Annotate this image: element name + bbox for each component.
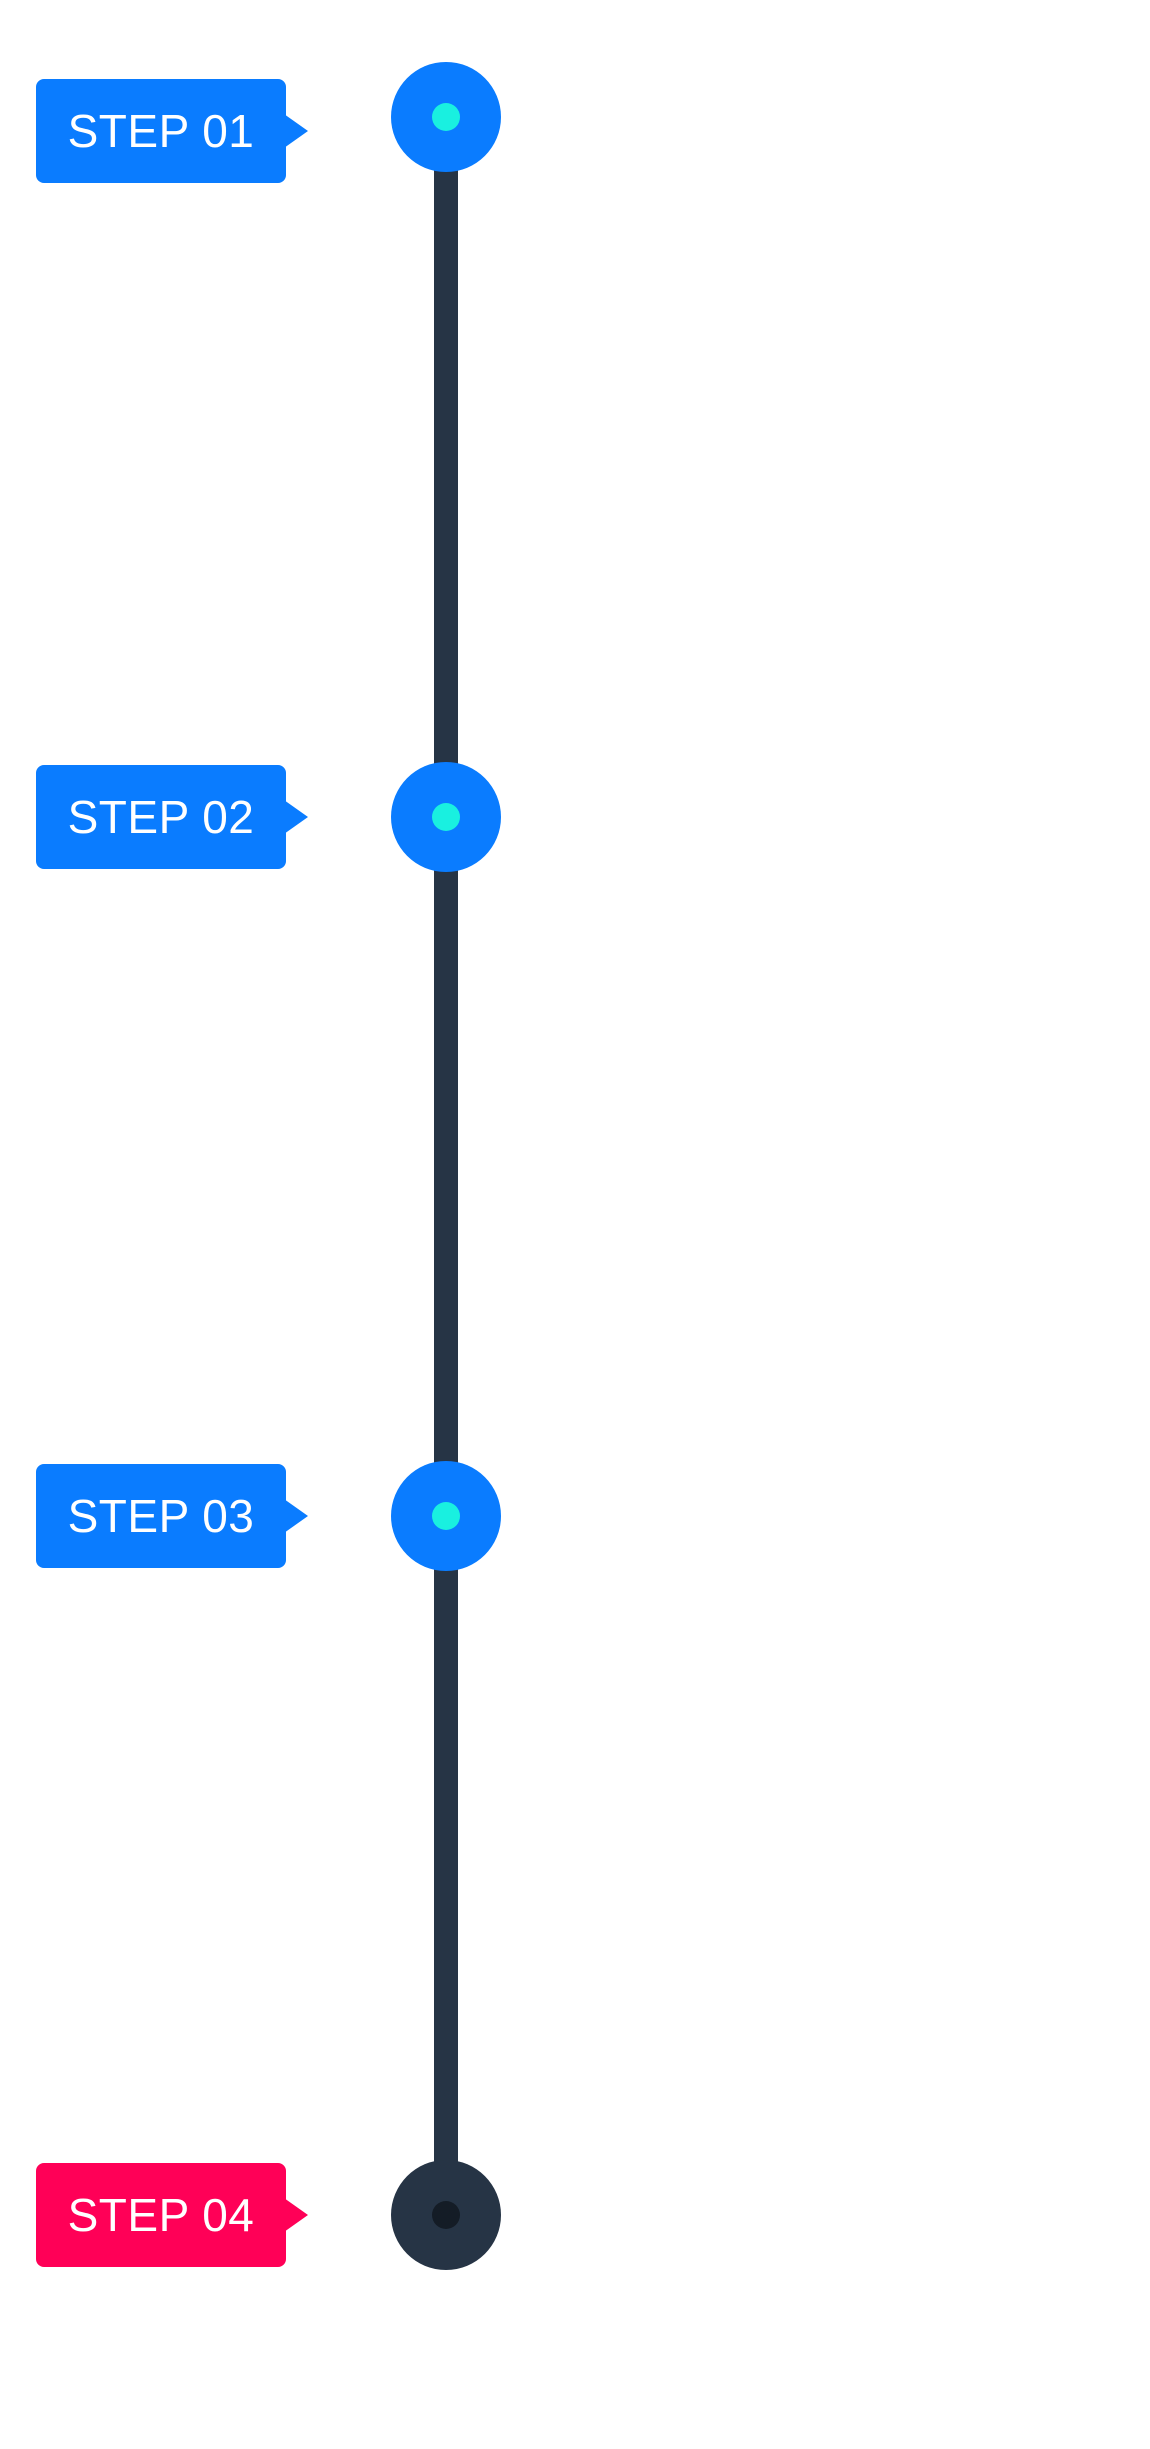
- timeline-connector: [434, 1856, 458, 2166]
- node-center-dot-icon: [432, 1502, 460, 1530]
- step-label-2: STEP 02: [36, 765, 308, 869]
- step-label-3: STEP 03: [36, 1464, 308, 1568]
- step-node-1[interactable]: [391, 62, 501, 172]
- timeline-connector: [434, 868, 458, 1468]
- node-center-dot-icon: [432, 103, 460, 131]
- timeline-connector: [434, 170, 458, 770]
- node-center-dot-icon: [432, 2201, 460, 2229]
- step-label-1: STEP 01: [36, 79, 308, 183]
- timeline-connector: [434, 1566, 458, 1856]
- node-center-dot-icon: [432, 803, 460, 831]
- step-node-4[interactable]: [391, 2160, 501, 2270]
- step-label-4: STEP 04: [36, 2163, 308, 2267]
- step-node-2[interactable]: [391, 762, 501, 872]
- step-node-3[interactable]: [391, 1461, 501, 1571]
